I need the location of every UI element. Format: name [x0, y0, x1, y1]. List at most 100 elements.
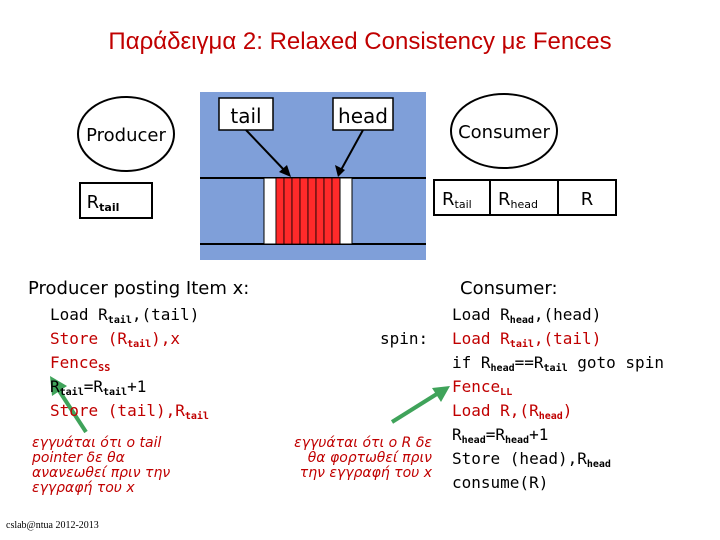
code-subscript: LL	[500, 387, 513, 398]
consumer-note-arrow	[390, 390, 442, 424]
consumer-label: Consumer	[458, 122, 550, 143]
note-line: pointer δε θα	[32, 450, 125, 466]
code-subscript: head	[509, 315, 534, 326]
head-pointer-box	[332, 97, 394, 131]
head-arrow-head	[335, 165, 345, 177]
queue-slot-filled	[315, 177, 325, 245]
queue-slot-empty	[339, 177, 353, 245]
code-line: Store (Rtail),x	[50, 327, 209, 351]
queue-slot-filled	[275, 177, 285, 245]
code-text: Store (tail),R	[50, 401, 185, 420]
code-text: ,(tail)	[533, 329, 602, 348]
code-line: Rtail=Rtail+1	[50, 375, 209, 399]
consumer-node	[450, 93, 558, 169]
code-subscript: tail	[127, 339, 152, 350]
code-text: ),x	[151, 329, 181, 348]
head-pointer-label: head	[338, 104, 388, 128]
code-line: Load R,(Rhead)	[452, 399, 664, 423]
producer-node	[77, 96, 175, 172]
note-line: την εγγραφή του x	[299, 465, 432, 481]
code-text: Load R	[50, 305, 108, 324]
code-subscript: tail	[509, 339, 534, 350]
code-subscript: tail	[59, 387, 84, 398]
code-text: Store (R	[50, 329, 128, 348]
code-text: ,(head)	[533, 305, 602, 324]
code-text: Fence	[452, 377, 501, 396]
code-line: FenceSS	[50, 351, 209, 375]
queue-slot-filled	[299, 177, 309, 245]
code-subscript: tail	[107, 315, 132, 326]
consumer-register-r-box	[557, 179, 617, 216]
code-text: ,(tail)	[131, 305, 200, 324]
code-text: Load R	[452, 305, 510, 324]
slide-title: Παράδειγμα 2: Relaxed Consistency με Fen…	[108, 28, 612, 55]
code-line: Rhead=Rhead+1	[452, 423, 664, 447]
code-line: Load Rtail,(tail)	[452, 327, 664, 351]
code-subscript: head	[538, 411, 563, 422]
code-text: if R	[452, 353, 491, 372]
head-arrow	[340, 129, 364, 171]
code-subscript: SS	[98, 363, 111, 374]
consumer-register-head-label: Rhead	[498, 189, 538, 211]
producer-heading: Producer posting Item x:	[28, 278, 250, 299]
footer: cslab@ntua 2012-2013	[6, 520, 99, 531]
note-line: εγγυάται ότι ο tail	[32, 435, 162, 451]
code-line: Load Rhead,(head)	[452, 303, 664, 327]
code-text: goto spin	[567, 353, 664, 372]
code-subscript: tail	[543, 363, 568, 374]
tail-arrow	[245, 129, 287, 173]
code-subscript: head	[586, 459, 611, 470]
producer-note-arrow	[54, 384, 88, 434]
producer-note-arrow-head	[50, 376, 67, 396]
code-line: Store (tail),Rtail	[50, 399, 209, 423]
code-line: Load Rtail,(tail)	[50, 303, 209, 327]
code-text: +1	[529, 425, 549, 444]
code-text: R	[452, 425, 462, 444]
code-text: Fence	[50, 353, 99, 372]
code-text: Store (head),R	[452, 449, 587, 468]
code-text: =R	[485, 425, 505, 444]
code-subscript: head	[490, 363, 515, 374]
queue-slot-filled	[283, 177, 293, 245]
queue-slot-filled	[291, 177, 301, 245]
code-text: consume(R)	[452, 473, 549, 492]
queue-slot-filled	[307, 177, 317, 245]
code-subscript: tail	[103, 387, 128, 398]
note-line: εγγυάται ότι ο R δε	[294, 435, 432, 451]
note-line: ανανεωθεί πριν την	[32, 465, 171, 481]
queue-slot-empty	[263, 177, 277, 245]
consumer-register-tail-label: Rtail	[442, 189, 472, 211]
consumer-heading: Consumer:	[460, 278, 558, 299]
code-line: if Rhead==Rtail goto spin	[452, 351, 664, 375]
code-subscript: head	[505, 435, 530, 446]
queue-slots	[263, 177, 353, 245]
spin-label: spin:	[380, 329, 429, 348]
note-line: εγγραφή του x	[32, 480, 135, 496]
queue-slot-filled	[323, 177, 333, 245]
code-text: =R	[83, 377, 103, 396]
code-subscript: head	[461, 435, 486, 446]
producer-label: Producer	[86, 125, 166, 146]
code-text: Load R,(R	[452, 401, 539, 420]
consumer-register-r-label: R	[581, 189, 594, 210]
producer-register-label: Rtail	[87, 192, 120, 214]
tail-pointer-label: tail	[230, 104, 261, 128]
code-text: ==R	[514, 353, 544, 372]
consumer-register-head-box	[489, 179, 559, 216]
code-text: R	[50, 377, 60, 396]
code-line: FenceLL	[452, 375, 664, 399]
consumer-note-arrow-head	[432, 386, 450, 402]
consumer-register-tail-box	[433, 179, 491, 216]
code-subscript: tail	[184, 411, 209, 422]
queue-slot-filled	[331, 177, 341, 245]
code-line: consume(R)	[452, 471, 664, 495]
code-text: +1	[127, 377, 147, 396]
code-text: )	[562, 401, 573, 420]
producer-register-box	[79, 182, 153, 219]
code-text: Load R	[452, 329, 510, 348]
note-line: θα φορτωθεί πριν	[307, 450, 432, 466]
